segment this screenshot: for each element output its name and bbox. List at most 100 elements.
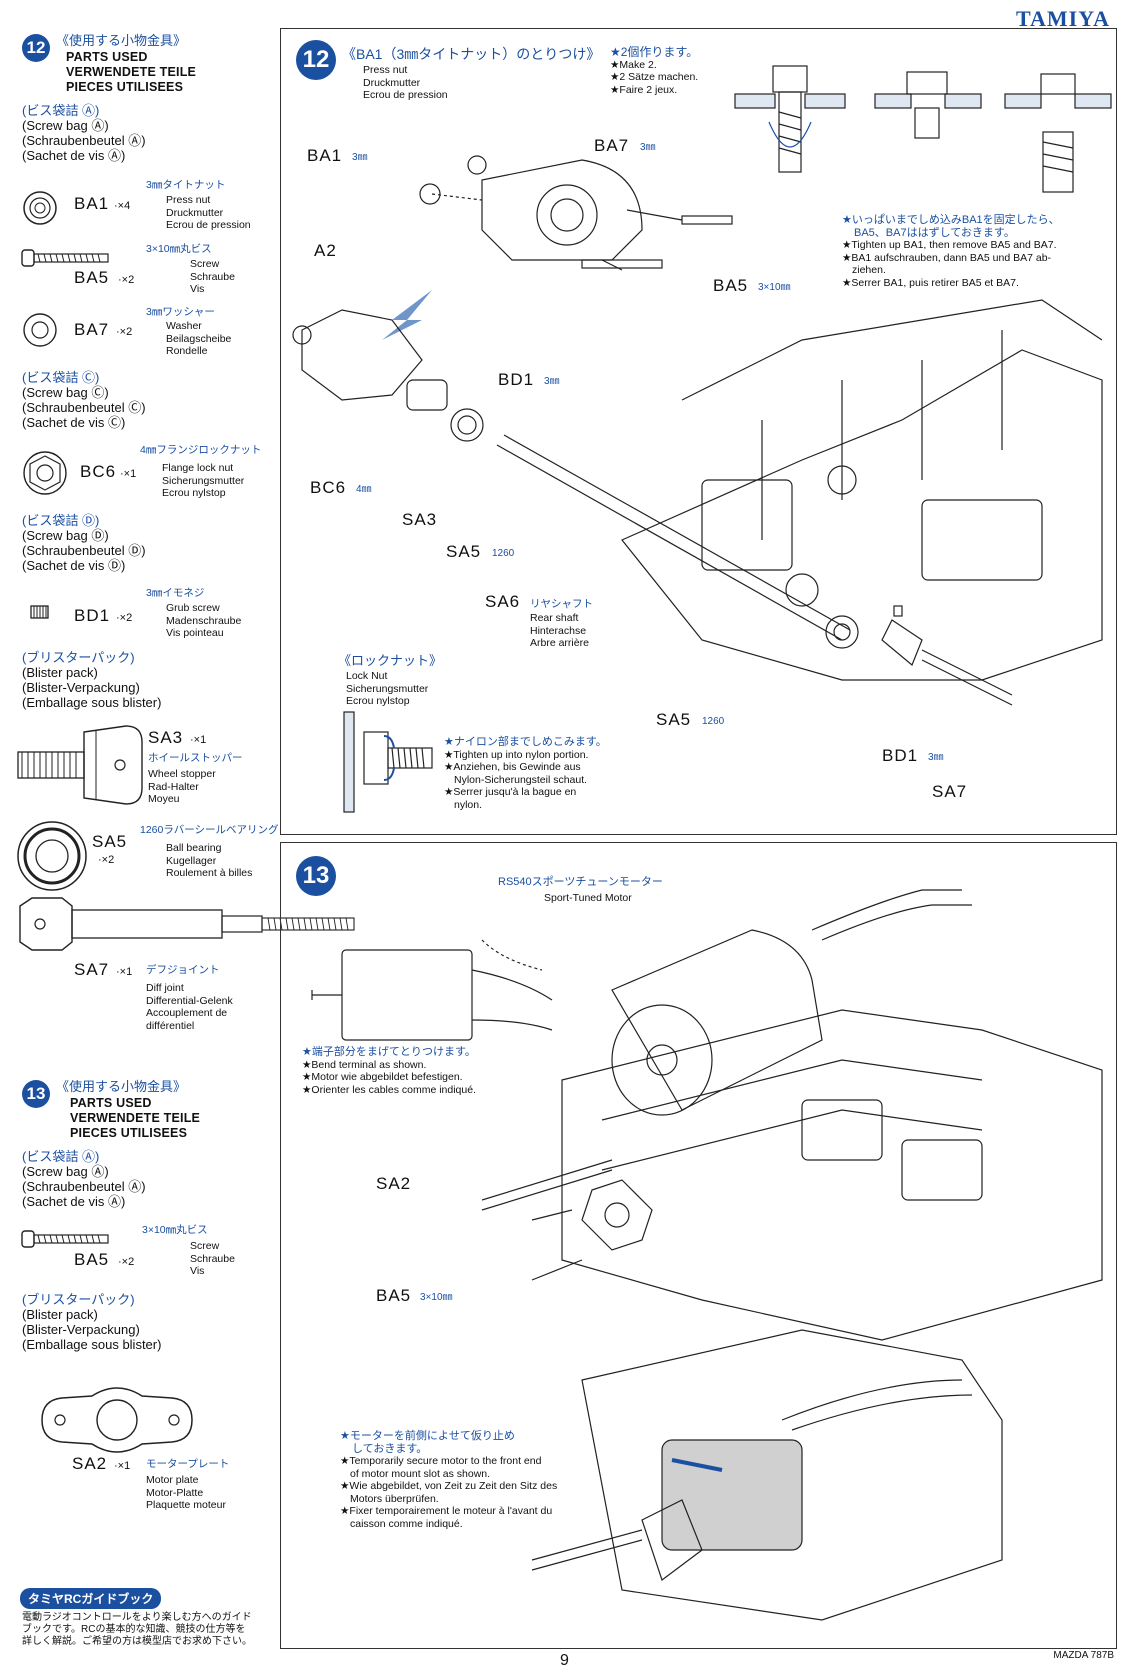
label-ba7: BA7 xyxy=(594,136,630,155)
sa5-name: Ball bearing xyxy=(166,842,222,854)
blister-line: (Emballage sous blister) xyxy=(22,695,162,710)
ba7-code: BA7 xyxy=(74,320,110,339)
label-sa5: SA5 xyxy=(446,542,482,561)
sa2-name: Motor plate xyxy=(146,1474,199,1486)
label-ba5-size: 3×10㎜ xyxy=(420,1292,453,1303)
bag-a-line: (Sachet de vis Ⓐ) xyxy=(22,148,126,163)
bend-line: ★Orienter les cables comme indiqué. xyxy=(302,1083,476,1096)
label-a2: A2 xyxy=(314,241,337,260)
temp-line: caisson comme indiqué. xyxy=(350,1517,463,1530)
ba5-name: Vis xyxy=(190,1265,205,1277)
sidebar13-header: 《使用する小物金具》 xyxy=(56,1079,187,1094)
sidebar12-parts-used: PARTS USED VERWENDETE TEILE PIECES UTILI… xyxy=(66,50,196,95)
ba1-code: BA1 xyxy=(74,194,110,213)
ba5-jp: 3×10㎜丸ビス xyxy=(142,1224,208,1236)
step12-make: ★2個作ります。 ★Make 2. ★2 Sätze machen. ★Fair… xyxy=(610,46,698,96)
blister-line: (Emballage sous blister) xyxy=(22,1337,162,1352)
brand-logo: TAMIYA xyxy=(1015,6,1110,31)
temp-note: ★モーターを前側によせて仮り止め しておきます。 ★Temporarily se… xyxy=(340,1430,557,1530)
ba1-name: Druckmutter xyxy=(166,206,224,219)
ba7-jp: 3㎜ワッシャー xyxy=(146,306,215,318)
bag-c-line: (Sachet de vis Ⓒ) xyxy=(22,415,126,430)
label-sa3: SA3 xyxy=(402,510,438,529)
step12-note: ★いっぱいまでしめ込みBA1を固定したら、 BA5、BA7ははずしておきます。 … xyxy=(842,214,1060,289)
locknut-name: Ecrou nylstop xyxy=(346,695,410,707)
bag-a-line: (Schraubenbeutel Ⓐ) xyxy=(22,133,146,148)
sa7-names: Diff joint Differential-Gelenk Accouplem… xyxy=(146,982,233,1032)
nylon-note: ★ナイロン部までしめこみます。 ★Tighten up into nylon p… xyxy=(444,736,607,811)
sa3-qty: ·×1 xyxy=(190,734,207,746)
label-bd1b: BD1 xyxy=(882,746,919,765)
label-bc6: BC6 xyxy=(310,478,347,497)
sa2-name: Plaquette moteur xyxy=(146,1499,226,1511)
bag-a-line: (Screw bag Ⓐ) xyxy=(22,1164,109,1179)
blister-title: (ブリスターパック) xyxy=(22,650,135,665)
label-sa6-names: Rear shaft Hinterachse Arbre arrière xyxy=(530,612,589,650)
blister-title: (ブリスターパック) xyxy=(22,1292,135,1307)
label-bd1b-size: 3㎜ xyxy=(928,752,944,763)
sa2-code: SA2 xyxy=(72,1454,108,1473)
label-bd1-size: 3㎜ xyxy=(544,376,560,387)
ba1-names: Press nut Druckmutter Ecrou de pression xyxy=(166,194,251,232)
label-ba1-size: 3㎜ xyxy=(352,152,368,163)
nylon-line: Nylon-Sicherungsteil schaut. xyxy=(454,773,588,786)
bd1-qty: ·×2 xyxy=(116,612,133,624)
locknut-names: Lock Nut Sicherungsmutter Ecrou nylstop xyxy=(346,670,428,708)
note-line: ★Tighten up BA1, then remove BA5 and BA7… xyxy=(842,239,1057,251)
ba5-names: Screw Schraube Vis xyxy=(190,258,235,296)
bag-a-line: (Sachet de vis Ⓐ) xyxy=(22,1194,126,1209)
step-12-big-badge: 12 xyxy=(296,40,336,80)
guidebook-text: 電動ラジオコントロールをより楽しむ方へのガイド ブックです。RCの基本的な知識、… xyxy=(22,1612,252,1648)
sidebar12-header: 《使用する小物金具》 xyxy=(56,33,187,48)
bag-d-line: (Sachet de vis Ⓓ) xyxy=(22,558,126,573)
ba7-name: Beilagscheibe xyxy=(166,332,232,345)
washer-icon xyxy=(23,313,57,347)
bd1-jp: 3㎜イモネジ xyxy=(146,587,205,599)
press-nut-icon xyxy=(23,191,57,225)
label-sa5-size: 1260 xyxy=(492,548,515,559)
step-13-badge: 13 xyxy=(22,1080,50,1108)
ba5-code: BA5 xyxy=(74,268,110,287)
sidebar12-blister: (ブリスターパック) (Blister pack) (Blister-Verpa… xyxy=(22,650,161,710)
sa5-name: Roulement à billes xyxy=(166,867,253,879)
bc6-code: BC6 xyxy=(80,462,117,481)
sa5-name: Kugellager xyxy=(166,854,217,867)
locknut-name: Sicherungsmutter xyxy=(346,682,429,695)
bd1-code: BD1 xyxy=(74,606,111,625)
step-13-big-badge: 13 xyxy=(296,856,336,896)
nylon-line: nylon. xyxy=(454,798,483,811)
flange-lock-nut-icon xyxy=(23,451,67,495)
temp-jp: ★モーターを前側によせて仮り止め xyxy=(340,1430,515,1442)
nylon-line: ★Serrer jusqu'à la bague en xyxy=(444,786,577,798)
page-number: 9 xyxy=(560,1652,569,1669)
ba7-name: Rondelle xyxy=(166,345,208,357)
label-ba5-size: 3×10㎜ xyxy=(758,282,791,293)
nylon-jp: ★ナイロン部までしめこみます。 xyxy=(444,736,607,748)
step-12-badge: 12 xyxy=(22,34,50,62)
sidebar13-parts-used: PARTS USED VERWENDETE TEILE PIECES UTILI… xyxy=(70,1096,200,1141)
sa3-name: Wheel stopper xyxy=(148,768,216,780)
sa7-name: Accouplement de xyxy=(146,1007,228,1019)
temp-line: ★Fixer temporairement le moteur à l'avan… xyxy=(340,1505,553,1517)
bag-d-line: (Schraubenbeutel Ⓓ) xyxy=(22,543,146,558)
make-line: ★2 Sätze machen. xyxy=(610,71,699,83)
ba7-names: Washer Beilagscheibe Rondelle xyxy=(166,320,231,358)
screw-icon xyxy=(21,1230,109,1248)
ba5-qty: ·×2 xyxy=(118,1256,135,1268)
sa7-name: différentiel xyxy=(146,1019,195,1032)
parts-used-en: PARTS USED xyxy=(70,1096,152,1110)
label-sa6: SA6 xyxy=(485,592,521,611)
ba1-name: Press nut xyxy=(166,194,211,206)
bend-line: ★Motor wie abgebildet befestigen. xyxy=(302,1071,463,1083)
guidebook-line: ブックです。RCの基本的な知識、競技の仕方等を xyxy=(22,1624,246,1635)
motor-name: Sport-Tuned Motor xyxy=(544,892,632,904)
note-line: ★BA1 aufschrauben, dann BA5 und BA7 ab- xyxy=(842,251,1052,264)
diff-joint-icon xyxy=(19,897,355,951)
ba5-name: Screw xyxy=(190,1240,220,1252)
label-bd1: BD1 xyxy=(498,370,535,389)
press-line: Ecrou de pression xyxy=(363,89,448,101)
press-nut-sequence-diagram xyxy=(734,65,1112,193)
note-jp: BA5、BA7ははずしておきます。 xyxy=(854,226,1015,239)
step12-press-nut: Press nut Druckmutter Ecrou de pression xyxy=(363,64,448,102)
sa3-code: SA3 xyxy=(148,728,184,747)
